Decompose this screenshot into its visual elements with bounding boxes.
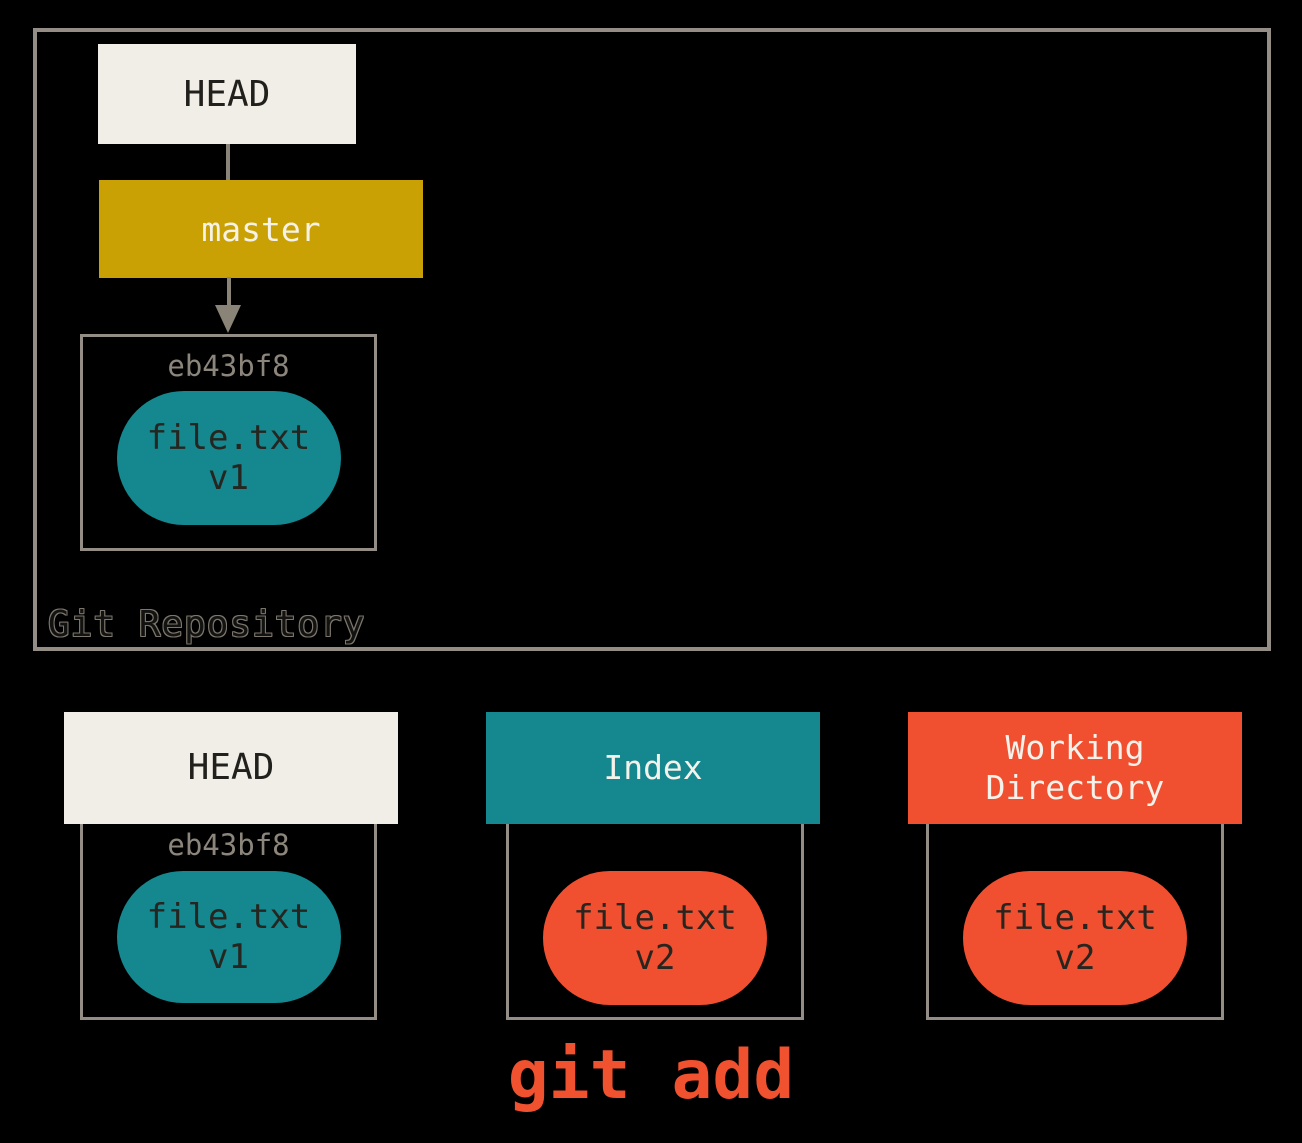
index-section-header: Index [486,712,820,824]
master-branch-box: master [99,180,423,278]
file-pill-v1: file.txt v1 [116,391,341,525]
working-directory-section-header: Working Directory [908,712,1242,824]
file-version: v2 [634,938,676,978]
master-branch-label: master [201,209,321,249]
head-box: HEAD [98,44,356,144]
git-add-command-label: git add [507,1036,795,1115]
git-repository-label: Git Repository [48,604,366,645]
arrow-down-icon [215,305,241,333]
commit-hash: eb43bf8 [167,349,290,383]
file-name: file.txt [146,897,311,937]
connector-master-to-commit [227,277,231,307]
file-version: v1 [208,937,249,977]
file-name: file.txt [993,898,1157,938]
file-version: v1 [208,458,249,498]
working-directory-file-pill: file.txt v2 [963,871,1187,1005]
head-commit-hash: eb43bf8 [167,828,290,862]
head-box-label: HEAD [183,73,271,115]
head-section-title: HEAD [187,747,275,788]
index-file-pill: file.txt v2 [543,871,767,1005]
head-file-pill: file.txt v1 [116,871,341,1003]
file-name: file.txt [146,418,311,458]
index-section-box: file.txt v2 [506,824,804,1020]
head-section-header: HEAD [64,712,398,824]
head-section-box: eb43bf8 file.txt v1 [80,824,377,1020]
commit-box: eb43bf8 file.txt v1 [80,334,377,551]
index-section-title: Index [603,748,703,787]
working-directory-section-title: Working Directory [985,728,1165,807]
connector-head-to-master [226,144,230,180]
file-version: v2 [1054,938,1096,978]
file-name: file.txt [573,898,737,938]
git-repository-box [33,28,1271,651]
working-directory-section-box: file.txt v2 [926,824,1224,1020]
